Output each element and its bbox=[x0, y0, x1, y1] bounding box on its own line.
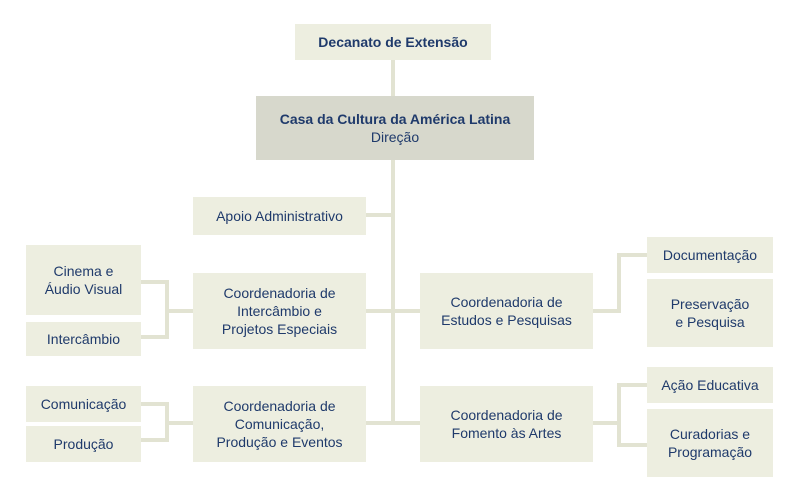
acao-educativa-label: Ação Educativa bbox=[661, 377, 759, 393]
connector-left-mid-2 bbox=[165, 421, 193, 425]
decanato-label: Decanato de Extensão bbox=[318, 34, 468, 50]
connector-left-stub-1a bbox=[141, 280, 169, 284]
coord-comunicacao-box: Coordenadoria de Comunicação, Produção e… bbox=[193, 386, 366, 462]
comunicacao-label: Comunicação bbox=[40, 396, 127, 412]
intercambio-box: Intercâmbio bbox=[26, 322, 141, 356]
cinema-audio-visual-box: Cinema e Áudio Visual bbox=[26, 245, 141, 315]
connector-left-mid-1 bbox=[165, 309, 193, 313]
apoio-administrativo-box: Apoio Administrativo bbox=[193, 197, 366, 235]
connector-right-stub-2b bbox=[617, 443, 647, 447]
documentacao-label: Documentação bbox=[662, 247, 758, 263]
preservacao-pesquisa-label: Preservação e Pesquisa bbox=[670, 296, 750, 330]
documentacao-box: Documentação bbox=[647, 237, 773, 273]
producao-label: Produção bbox=[53, 436, 114, 452]
acao-educativa-box: Ação Educativa bbox=[647, 367, 773, 403]
direcao-subtitle: Direção bbox=[370, 129, 420, 145]
connector-left-stub-1b bbox=[141, 335, 169, 339]
coord-fomento-box: Coordenadoria de Fomento às Artes bbox=[420, 386, 593, 462]
decanato-box: Decanato de Extensão bbox=[295, 24, 491, 60]
coord-intercambio-label: Coordenadoria de Intercâmbio e Projetos … bbox=[221, 285, 338, 337]
direcao-box: Casa da Cultura da América Latina Direçã… bbox=[256, 96, 534, 160]
connector-comunicacao bbox=[366, 421, 420, 425]
curadorias-programacao-label: Curadorias e Programação bbox=[667, 426, 753, 460]
cinema-audio-visual-label: Cinema e Áudio Visual bbox=[44, 263, 123, 297]
connector-top-main bbox=[391, 60, 395, 96]
connector-apoio bbox=[366, 213, 395, 217]
intercambio-label: Intercâmbio bbox=[46, 331, 121, 347]
apoio-administrativo-label: Apoio Administrativo bbox=[216, 208, 343, 224]
producao-box: Produção bbox=[26, 426, 141, 462]
coord-estudos-label: Coordenadoria de Estudos e Pesquisas bbox=[441, 294, 572, 328]
curadorias-programacao-box: Curadorias e Programação bbox=[647, 409, 773, 477]
coord-fomento-label: Coordenadoria de Fomento às Artes bbox=[450, 407, 563, 441]
connector-right-bracket-2 bbox=[617, 383, 621, 447]
coord-estudos-box: Coordenadoria de Estudos e Pesquisas bbox=[420, 273, 593, 349]
connector-intercambio bbox=[366, 309, 420, 313]
connector-right-stub-1a bbox=[617, 253, 647, 257]
coord-comunicacao-label: Coordenadoria de Comunicação, Produção e… bbox=[216, 398, 343, 450]
preservacao-pesquisa-box: Preservação e Pesquisa bbox=[647, 279, 773, 347]
connector-right-mid-2 bbox=[593, 421, 621, 425]
connector-left-stub-2b bbox=[141, 438, 169, 442]
connector-right-mid-1 bbox=[593, 309, 621, 313]
connector-right-bracket-1 bbox=[617, 253, 621, 313]
connector-trunk bbox=[391, 160, 395, 423]
connector-left-stub-2a bbox=[141, 402, 169, 406]
coord-intercambio-box: Coordenadoria de Intercâmbio e Projetos … bbox=[193, 273, 366, 349]
comunicacao-box: Comunicação bbox=[26, 386, 141, 422]
casa-cultura-title: Casa da Cultura da América Latina bbox=[279, 111, 511, 127]
connector-right-stub-2a bbox=[617, 383, 647, 387]
